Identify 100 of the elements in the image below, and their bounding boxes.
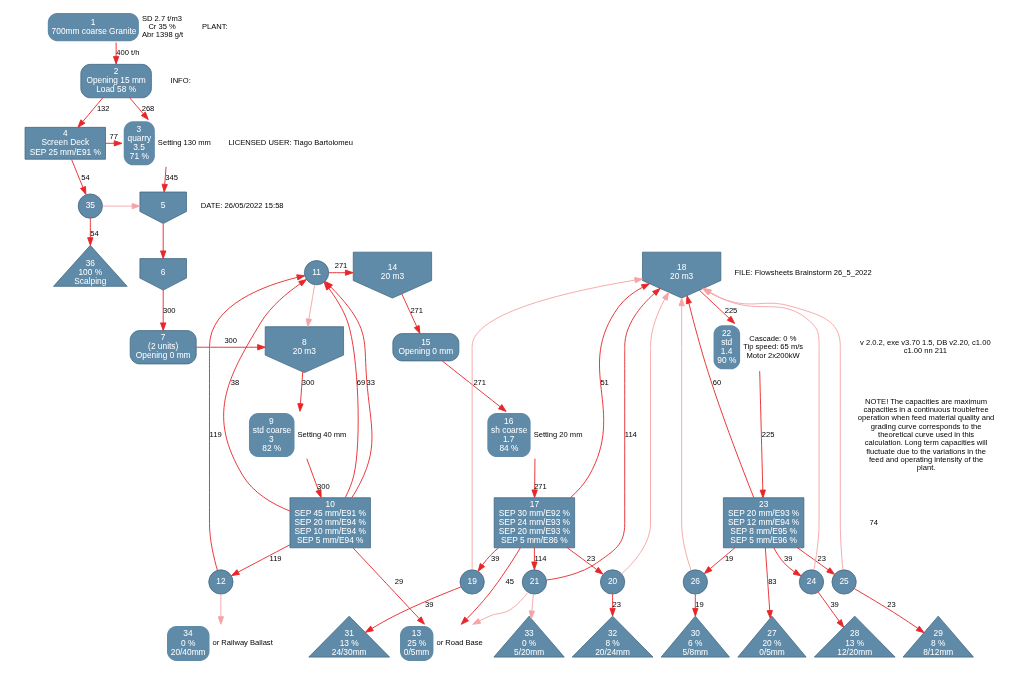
label: DATE: 26/05/2022 15:58 bbox=[200, 201, 284, 210]
node-circle: 19 bbox=[459, 569, 485, 595]
edge-label: 119 bbox=[209, 429, 222, 439]
arrow bbox=[759, 370, 766, 499]
edge-label: 51 bbox=[600, 378, 609, 388]
node-circle: 24 bbox=[798, 569, 824, 595]
arrow bbox=[441, 360, 507, 412]
node-label: Motor 2x200kW bbox=[746, 350, 800, 360]
arrow bbox=[685, 295, 755, 499]
arrow bbox=[102, 203, 141, 210]
node-label: Setting 130 mm bbox=[157, 138, 211, 148]
label: PLANT: bbox=[201, 21, 228, 31]
arrow bbox=[703, 547, 736, 574]
arrow bbox=[621, 291, 670, 575]
arrow bbox=[209, 274, 306, 571]
arrow bbox=[797, 547, 835, 575]
arrow bbox=[471, 277, 643, 571]
edge-label: 23 bbox=[586, 553, 596, 563]
arrow bbox=[160, 223, 167, 259]
node-circle: 26 bbox=[682, 569, 708, 595]
arrow bbox=[609, 593, 616, 617]
edge-label: 132 bbox=[96, 103, 110, 113]
node-box: 9 std coarse 3 82 % bbox=[248, 413, 295, 458]
node-box: 1 700mm coarse Granite bbox=[47, 13, 139, 42]
label: INFO: bbox=[170, 75, 191, 85]
arrow bbox=[71, 159, 87, 195]
node-label: or Road Base bbox=[436, 638, 483, 648]
arrow bbox=[477, 547, 499, 572]
edge-label: 300 bbox=[162, 305, 176, 315]
arrow bbox=[401, 293, 421, 334]
node-box: 2 Opening 15 mm Load 58 % bbox=[80, 63, 152, 99]
arrow bbox=[678, 297, 692, 571]
edge-label: 54 bbox=[90, 229, 99, 239]
node-circle: 21 bbox=[521, 569, 547, 595]
edge-label: 225 bbox=[761, 429, 775, 439]
edge-label: 300 bbox=[301, 378, 315, 388]
node-circle: 11 bbox=[304, 260, 330, 286]
edge-label: 300 bbox=[317, 481, 330, 491]
arrow bbox=[853, 588, 925, 634]
label: LICENSED USER: Tiago Bartolomeu bbox=[228, 138, 354, 148]
arrow bbox=[764, 547, 773, 619]
arrow bbox=[217, 593, 224, 625]
arrow bbox=[160, 289, 167, 331]
node-box: 3 quarry 3.5 71 % bbox=[123, 121, 155, 166]
edge-label: 19 bbox=[695, 600, 704, 610]
label: FILE: Flowsheets Brainstorm 26_5_2022 bbox=[734, 267, 872, 277]
edge-label: 23 bbox=[612, 600, 621, 610]
edge-label: 83 bbox=[768, 576, 777, 586]
edge-label: 39 bbox=[425, 600, 434, 610]
edge-label: 271 bbox=[473, 378, 487, 388]
node-label: Cascade: 0 % bbox=[749, 333, 797, 343]
arrow bbox=[105, 140, 123, 147]
label: NOTE! The capacities are maximum capacities in a continuous troublefree operation when feed material quality and grading curve corresponds to the theoretical curve used in this calculation. Long term capacities will fluctuate due to the variations in the feed and operating intensity of the plant. bbox=[857, 396, 995, 473]
arrow bbox=[545, 288, 661, 581]
arrow bbox=[365, 586, 462, 633]
arrow bbox=[195, 344, 266, 351]
edge-label: 271 bbox=[334, 261, 348, 271]
node-label: SD 2.7 t/m3 bbox=[141, 13, 182, 23]
node-label: Setting 40 mm bbox=[297, 429, 347, 439]
arrow bbox=[531, 458, 538, 498]
arrow bbox=[460, 547, 521, 625]
arrow bbox=[773, 547, 802, 577]
edge-label: 114 bbox=[534, 553, 547, 563]
node-box: 16 sh coarse 1.7 84 % bbox=[487, 413, 531, 458]
arrow bbox=[566, 547, 604, 575]
arrow bbox=[306, 458, 322, 498]
arrow bbox=[223, 279, 307, 512]
edge-label: 39 bbox=[784, 553, 793, 563]
edge-label: 400 t/h bbox=[116, 48, 140, 58]
arrow bbox=[113, 42, 120, 65]
edge-label: 300 bbox=[224, 335, 238, 345]
node-box: 13 25 % 0/5mm bbox=[400, 626, 434, 661]
node-box: 17 SEP 30 mm/E92 % SEP 24 mm/E93 % SEP 20 mm/E93 % SEP 5 mm/E86 % bbox=[493, 497, 575, 549]
label: 74 bbox=[869, 517, 878, 527]
node-box: 15 Opening 0 mm bbox=[392, 333, 460, 362]
arrow bbox=[305, 284, 316, 328]
node-box: 23 SEP 20 mm/E93 % SEP 12 mm/E94 % SEP 8 mm/E95 % SEP 5 mm/E96 % bbox=[723, 497, 805, 549]
edge-label: 268 bbox=[141, 103, 155, 113]
edge-label: 225 bbox=[724, 305, 738, 315]
node-circle: 12 bbox=[208, 569, 234, 595]
arrow bbox=[352, 547, 425, 625]
edge-label: 33 bbox=[366, 378, 376, 388]
label: v 2.0.2, exe v3.70 1.5, DB v2.20, c1.00 c1.00 nn 211 bbox=[860, 337, 991, 356]
node-box: 10 SEP 45 mm/E91 % SEP 20 mm/E94 % SEP 10 mm/E94 % SEP 5 mm/E94 % bbox=[289, 497, 371, 549]
edge-label: 77 bbox=[109, 131, 118, 141]
node-circle: 35 bbox=[77, 193, 103, 219]
arrow bbox=[297, 371, 304, 412]
edge-label: 29 bbox=[394, 576, 404, 586]
arrow bbox=[528, 593, 535, 619]
node-label: Cr 35 % bbox=[148, 22, 176, 32]
node-label: Abr 1398 g/t bbox=[141, 30, 184, 40]
arrow bbox=[129, 97, 149, 121]
arrow bbox=[531, 547, 538, 571]
arrow bbox=[472, 592, 529, 625]
node-box: 7 (2 units) Opening 0 mm bbox=[129, 330, 197, 365]
arrow bbox=[570, 283, 650, 499]
edge-label: 69 bbox=[356, 378, 366, 388]
arrow bbox=[328, 269, 354, 276]
node-label: Setting 20 mm bbox=[533, 429, 583, 439]
edge-label: 23 bbox=[817, 553, 826, 563]
